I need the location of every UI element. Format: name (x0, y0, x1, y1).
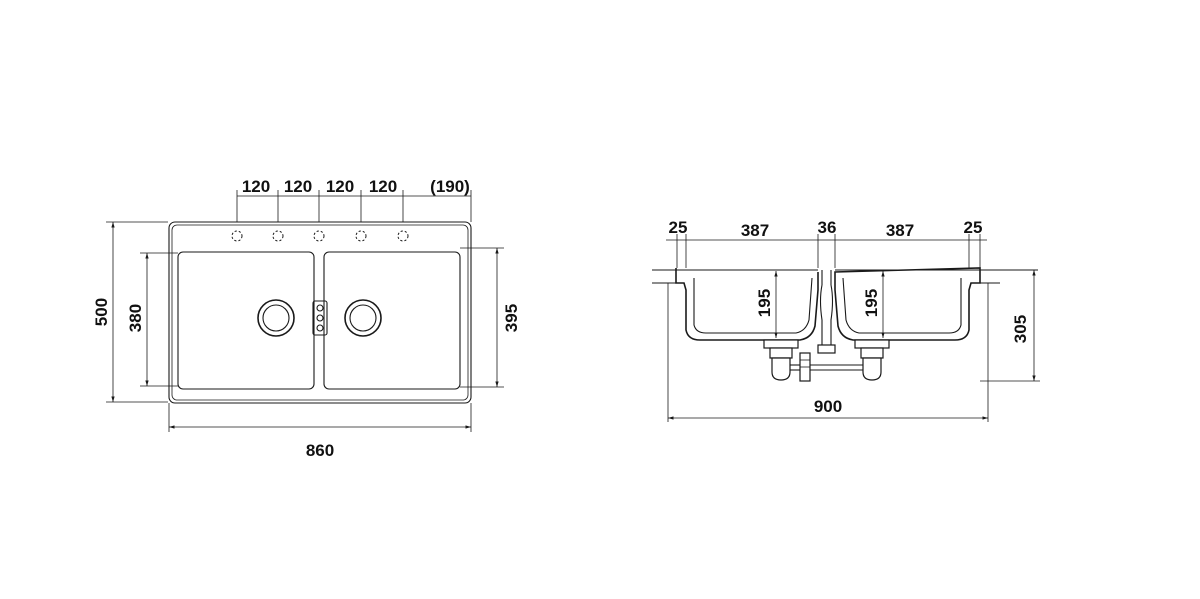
sink-outline (168, 221, 472, 404)
spacing-label-4: 120 (369, 177, 397, 196)
sink-inner-rim (171, 224, 469, 401)
left-bowl (177, 251, 315, 390)
total-depth-label: 305 (1011, 315, 1030, 343)
overall-height-label: 500 (92, 298, 111, 326)
right-bowl-depth-label: 195 (862, 289, 881, 317)
center-overflow (312, 300, 328, 336)
right-bowl-depth-dimension: 195 (862, 271, 885, 338)
side-width-dimension: 900 (667, 283, 989, 422)
segment-label-2: 387 (741, 221, 769, 240)
segment-label-3: 36 (818, 218, 837, 237)
right-drain-assembly (810, 339, 890, 381)
segment-label-4: 387 (886, 221, 914, 240)
sink-profile (675, 267, 981, 341)
right-bowl-height-dimension: 395 (460, 247, 521, 388)
segment-label-5: 25 (964, 218, 983, 237)
tap-hole (272, 230, 284, 242)
tap-hole (231, 230, 243, 242)
right-drain (344, 299, 382, 337)
left-drain-assembly (763, 339, 811, 382)
right-bowl (323, 251, 461, 390)
left-drain (257, 299, 295, 337)
spacing-label-3: 120 (326, 177, 354, 196)
left-bowl-height-dimension: 380 (126, 252, 178, 387)
side-width-label: 900 (814, 397, 842, 416)
segment-label-1: 25 (669, 218, 688, 237)
overall-width-label: 860 (306, 441, 334, 460)
overall-height-dimension: 500 (92, 221, 168, 403)
tap-hole (313, 230, 325, 242)
total-depth-dimension: 305 (980, 270, 1040, 382)
segment-dimension: 25 387 36 387 25 (666, 218, 987, 268)
tap-holes (231, 230, 409, 242)
tap-hole (355, 230, 367, 242)
left-bowl-height-label: 380 (126, 304, 145, 332)
left-bowl-depth-label: 195 (755, 289, 774, 317)
top-view: 120 120 120 120 (190) 500 380 395 (92, 177, 521, 460)
faucet-spacing-dimension: 120 120 120 120 (190) (236, 177, 472, 222)
overflow-channel (817, 270, 836, 354)
spacing-label-1: 120 (242, 177, 270, 196)
spacing-label-2: 120 (284, 177, 312, 196)
spacing-label-5: (190) (430, 177, 470, 196)
right-bowl-height-label: 395 (502, 304, 521, 332)
tap-hole (397, 230, 409, 242)
side-view: 25 387 36 387 25 195 195 305 900 (652, 218, 1040, 422)
overall-width-dimension: 860 (168, 403, 472, 460)
left-bowl-depth-dimension: 195 (755, 271, 778, 338)
